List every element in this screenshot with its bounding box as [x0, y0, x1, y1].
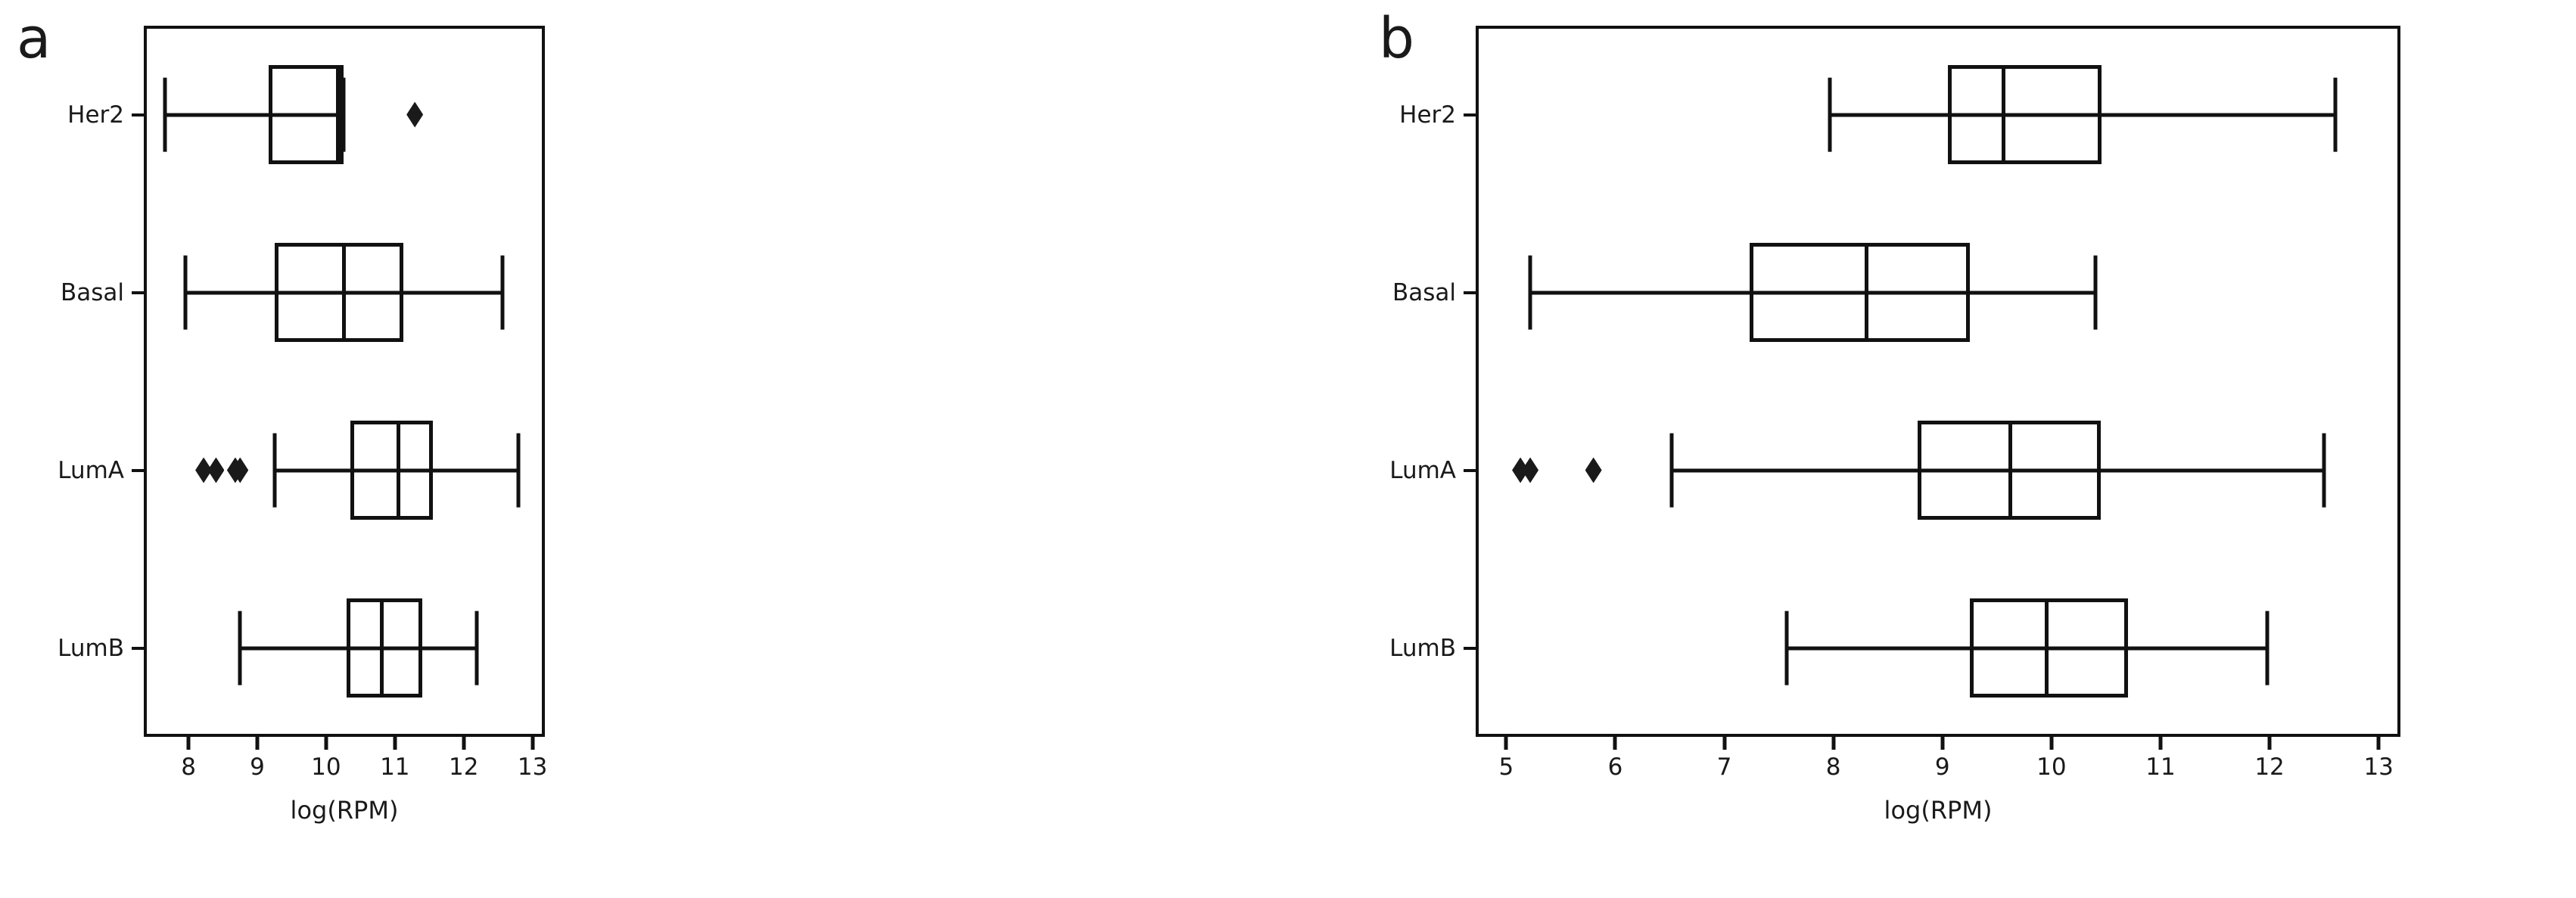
- y-tick-label-her2: Her2: [1399, 101, 1456, 129]
- outlier-marker: [195, 457, 213, 483]
- plot-area-a: [144, 26, 545, 737]
- y-tick-mark: [132, 468, 144, 472]
- y-tick-mark: [1464, 468, 1476, 472]
- x-tick-mark: [255, 737, 260, 750]
- box-lumb: [347, 598, 423, 698]
- x-tick-label: 13: [517, 754, 548, 781]
- x-tick-label: 5: [1498, 754, 1514, 781]
- x-tick-mark: [2158, 737, 2163, 750]
- x-tick-label: 13: [2363, 754, 2394, 781]
- y-tick-label-luma: LumA: [1389, 456, 1456, 484]
- plot-area-b: [1476, 26, 2400, 737]
- whisker-cap: [1528, 255, 1532, 330]
- whisker-cap: [163, 77, 167, 152]
- whisker-line: [1786, 646, 2268, 650]
- median-line: [336, 64, 341, 165]
- whisker-cap: [183, 255, 188, 330]
- panel-a-letter: a: [17, 6, 51, 71]
- y-tick-label-lumb: LumB: [58, 634, 124, 662]
- x-tick-mark: [462, 737, 466, 750]
- x-tick-mark: [1831, 737, 1836, 750]
- box-luma: [350, 420, 433, 520]
- y-tick-label-basal: Basal: [1392, 278, 1456, 306]
- y-tick-mark: [132, 291, 144, 294]
- panel-b-letter: b: [1379, 6, 1414, 71]
- whisker-cap: [1828, 77, 1832, 152]
- whisker-line: [1672, 468, 2325, 472]
- whisker-cap: [2322, 433, 2326, 508]
- x-tick-label: 12: [2254, 754, 2285, 781]
- x-tick-label: 11: [380, 754, 410, 781]
- box-lumb: [1969, 598, 2128, 698]
- y-tick-mark: [1464, 113, 1476, 117]
- x-tick-label: 8: [1825, 754, 1841, 781]
- x-tick-label: 6: [1607, 754, 1623, 781]
- median-line: [2008, 420, 2013, 520]
- x-tick-mark: [393, 737, 397, 750]
- whisker-cap: [2093, 255, 2097, 330]
- whisker-line: [165, 113, 344, 117]
- whisker-cap: [2265, 611, 2270, 685]
- x-tick-mark: [1613, 737, 1617, 750]
- x-axis-label: log(RPM): [290, 796, 399, 825]
- outlier-marker: [1512, 457, 1529, 483]
- median-line: [2002, 64, 2006, 165]
- whisker-line: [1830, 113, 2335, 117]
- whisker-cap: [272, 433, 277, 508]
- whisker-cap: [474, 611, 479, 685]
- x-axis-label: log(RPM): [1884, 796, 1993, 825]
- x-tick-mark: [186, 737, 191, 750]
- whisker-cap: [238, 611, 242, 685]
- box-her2: [269, 64, 344, 165]
- x-tick-mark: [1722, 737, 1727, 750]
- whisker-cap: [500, 255, 505, 330]
- whisker-cap: [1669, 433, 1674, 508]
- x-tick-label: 10: [311, 754, 341, 781]
- x-tick-mark: [2049, 737, 2054, 750]
- median-line: [2044, 598, 2049, 698]
- x-tick-mark: [530, 737, 535, 750]
- outlier-marker: [406, 101, 424, 128]
- x-tick-mark: [2267, 737, 2272, 750]
- x-tick-label: 11: [2145, 754, 2176, 781]
- y-tick-label-basal: Basal: [60, 278, 124, 306]
- median-line: [397, 420, 401, 520]
- x-tick-label: 10: [2036, 754, 2067, 781]
- x-tick-mark: [1940, 737, 1945, 750]
- box-her2: [1947, 64, 2102, 165]
- x-tick-mark: [324, 737, 328, 750]
- whisker-cap: [516, 433, 521, 508]
- median-line: [341, 242, 346, 343]
- median-line: [1864, 242, 1868, 343]
- y-tick-label-her2: Her2: [67, 101, 124, 129]
- whisker-line: [1530, 291, 2095, 294]
- y-tick-label-lumb: LumB: [1389, 634, 1456, 662]
- box-basal: [274, 242, 403, 343]
- outlier-marker: [1522, 457, 1539, 483]
- y-tick-label-luma: LumA: [58, 456, 124, 484]
- outlier-marker: [1585, 457, 1602, 483]
- y-tick-mark: [132, 113, 144, 117]
- whisker-line: [240, 646, 477, 650]
- whisker-line: [274, 468, 519, 472]
- whisker-cap: [341, 77, 346, 152]
- whisker-cap: [1784, 611, 1789, 685]
- x-tick-label: 7: [1716, 754, 1732, 781]
- y-tick-mark: [1464, 646, 1476, 650]
- outlier-marker: [232, 457, 249, 483]
- x-tick-label: 12: [448, 754, 479, 781]
- x-tick-mark: [2376, 737, 2381, 750]
- whisker-cap: [2333, 77, 2338, 152]
- median-line: [379, 598, 384, 698]
- y-tick-mark: [132, 646, 144, 650]
- outlier-marker: [207, 457, 225, 483]
- box-basal: [1749, 242, 1970, 343]
- x-tick-label: 9: [250, 754, 265, 781]
- y-tick-mark: [1464, 291, 1476, 294]
- x-tick-label: 9: [1934, 754, 1950, 781]
- x-tick-label: 8: [181, 754, 196, 781]
- x-tick-mark: [1504, 737, 1508, 750]
